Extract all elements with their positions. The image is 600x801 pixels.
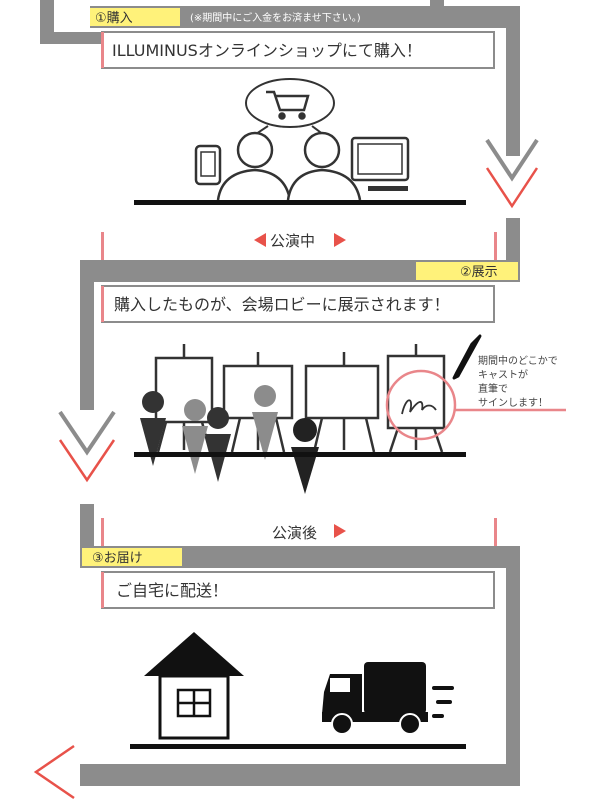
heading-accent xyxy=(494,232,497,260)
shopping-cart-icon xyxy=(266,90,310,120)
track-segment xyxy=(506,546,520,786)
track-segment xyxy=(80,260,94,410)
heading-accent xyxy=(101,286,104,322)
down-chevron-arrows xyxy=(58,410,116,483)
track-segment xyxy=(80,546,520,568)
smartphone-icon xyxy=(194,144,222,186)
purchase-illustration xyxy=(134,78,466,205)
callout-line-3: 直筆で xyxy=(478,382,508,395)
signature-icon xyxy=(401,399,437,415)
step-label-highlight xyxy=(82,548,182,566)
computer-monitor-icon xyxy=(350,136,410,191)
ground-line xyxy=(134,200,466,205)
step-1-label: ①購入 xyxy=(95,11,133,26)
track-segment xyxy=(80,764,520,786)
easel xyxy=(304,352,380,453)
heading-accent xyxy=(101,572,104,608)
pen-icon xyxy=(452,334,482,380)
visitor-figure xyxy=(140,391,166,466)
step-3-heading-box xyxy=(101,571,495,609)
step-3-heading: ご自宅に配送！ xyxy=(116,581,228,600)
step-2-label: ②展示 xyxy=(460,265,498,280)
step-1-note: (※期間中にご入金をお済ませ下さい。) xyxy=(190,11,361,24)
phase-during-label: 公演中 xyxy=(270,232,315,250)
callout-line-4: サインします！ xyxy=(478,397,548,409)
visitor-figure xyxy=(252,385,278,460)
step-label-highlight xyxy=(90,8,180,26)
phase-after: 公演後 xyxy=(272,524,346,542)
delivery-truck-icon xyxy=(322,662,454,735)
step-3-delivery: ③お届け ご自宅に配送！ xyxy=(33,504,520,800)
visitor-figure xyxy=(291,418,319,494)
visitor-figure xyxy=(182,399,208,474)
step-1-purchase: ①購入 (※期間中にご入金をお済ませ下さい。) ILLUMINUSオンラインショ… xyxy=(40,0,539,209)
phase-after-label: 公演後 xyxy=(272,524,317,542)
callout-line-2: キャストが xyxy=(478,368,528,381)
step-3-label: ③お届け xyxy=(92,551,143,566)
visitor-figure xyxy=(205,407,231,482)
house-icon xyxy=(144,632,244,740)
heading-accent xyxy=(494,518,497,546)
down-chevron-arrows xyxy=(485,138,539,209)
step-1-heading: ILLUMINUSオンラインショップにて購入！ xyxy=(112,41,422,60)
step-2-exhibit: ②展示 購入したものが、会場ロビーに展示されます！ xyxy=(58,218,566,494)
person-right xyxy=(286,131,362,201)
track-segment xyxy=(506,218,520,260)
triangle-right-icon xyxy=(334,524,346,538)
step-2-heading: 購入したものが、会場ロビーに展示されます！ xyxy=(114,295,450,314)
callout-line-1: 期間中のどこかで xyxy=(478,354,558,367)
step-label-highlight xyxy=(416,262,518,280)
heading-accent xyxy=(101,32,104,68)
track-segment xyxy=(90,6,520,28)
track-segment xyxy=(80,260,520,282)
ground-line xyxy=(134,452,466,457)
track-segment xyxy=(506,6,520,156)
delivery-illustration xyxy=(130,632,466,749)
track-segment xyxy=(80,504,94,546)
ground-line xyxy=(130,744,466,749)
person-left xyxy=(216,131,292,201)
track-segment xyxy=(40,32,120,44)
heading-accent xyxy=(101,518,104,546)
signature-highlight-circle xyxy=(385,369,457,441)
easel xyxy=(154,344,214,453)
heading-accent xyxy=(101,232,104,260)
thought-bubble xyxy=(245,78,335,128)
left-arrow-icon xyxy=(33,744,75,800)
phase-during: 公演中 xyxy=(254,232,346,250)
step-2-heading-box xyxy=(101,285,495,323)
triangle-left-icon xyxy=(254,233,266,247)
exhibit-illustration: 期間中のどこかで キャストが 直筆で サインします！ xyxy=(134,334,566,494)
easel xyxy=(386,344,446,453)
triangle-right-icon xyxy=(334,233,346,247)
track-segment xyxy=(430,0,444,8)
